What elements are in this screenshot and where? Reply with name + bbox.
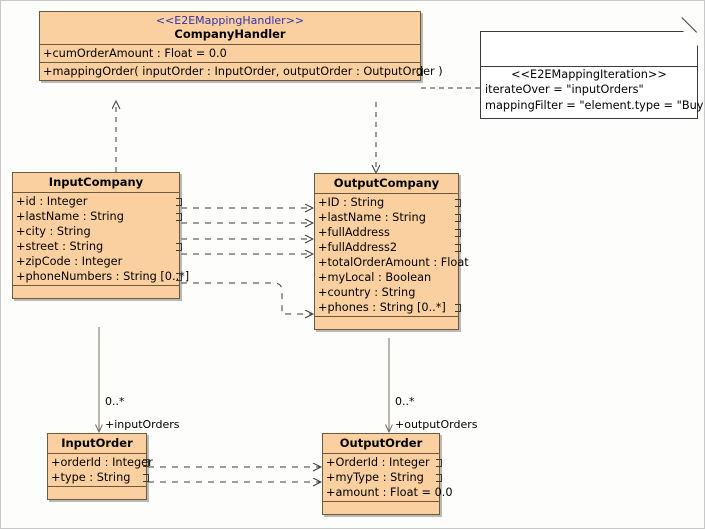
attribute-row[interactable]: +fullAddress	[315, 225, 461, 240]
class-input-order[interactable]: InputOrder +orderId : Integer +type : St…	[47, 433, 153, 500]
class-name: InputCompany	[48, 175, 144, 189]
attribute-text: +amount : Float = 0.0	[326, 486, 453, 499]
attributes-compartment: +orderId : Integer +type : String	[48, 454, 153, 487]
port-marker-icon[interactable]	[143, 474, 149, 482]
attribute-row[interactable]: +lastName : String	[13, 209, 182, 224]
association-multiplicity-outputorders: 0..*	[395, 395, 415, 408]
attribute-row[interactable]: +lastName : String	[315, 210, 461, 225]
class-name: CompanyHandler	[174, 27, 286, 41]
class-output-order[interactable]: OutputOrder +OrderId : Integer +myType :…	[322, 433, 453, 515]
attribute-text: +totalOrderAmount : Float	[318, 256, 469, 269]
port-marker-icon[interactable]	[455, 304, 461, 312]
attribute-text: +fullAddress2	[318, 241, 398, 254]
port-marker-icon[interactable]	[176, 273, 182, 281]
attribute-row[interactable]: +OrderId : Integer	[323, 455, 442, 470]
association-role-outputorders: +outputOrders	[395, 418, 478, 431]
attribute-text: +phoneNumbers : String [0..*]	[16, 270, 190, 283]
attribute-text: +myType : String	[326, 471, 424, 484]
operations-compartment: +mappingOrder( inputOrder : InputOrder, …	[40, 63, 443, 80]
operations-compartment	[323, 502, 439, 514]
port-marker-icon[interactable]	[176, 198, 182, 206]
operations-compartment	[48, 487, 146, 499]
attribute-text: +lastName : String	[318, 211, 426, 224]
attribute-text: +type : String	[51, 471, 131, 484]
class-header-input-order: InputOrder	[48, 434, 146, 454]
attribute-row[interactable]: +amount : Float = 0.0	[323, 485, 453, 500]
attribute-text: +id : Integer	[16, 195, 88, 208]
note-line-mapping-filter: mappingFilter = "element.type = "Buy"	[485, 99, 705, 112]
class-company-handler[interactable]: <<E2EMappingHandler>> CompanyHandler +cu…	[39, 11, 443, 81]
port-marker-icon[interactable]	[417, 68, 423, 76]
mapping-link-phones	[181, 282, 313, 314]
note-top-blank	[481, 32, 697, 67]
port-marker-icon[interactable]	[455, 214, 461, 222]
note-body: <<E2EMappingIteration>> iterateOver = "i…	[481, 67, 705, 117]
attribute-row[interactable]: +myLocal : Boolean	[315, 270, 458, 285]
note-stereotype: <<E2EMappingIteration>>	[511, 68, 667, 81]
association-multiplicity-inputorders: 0..*	[105, 395, 125, 408]
attribute-text: +city : String	[16, 225, 91, 238]
class-name: OutputOrder	[339, 436, 423, 450]
operation-text: +mappingOrder( inputOrder : InputOrder, …	[43, 65, 443, 78]
attributes-compartment: +cumOrderAmount : Float = 0.0	[40, 45, 420, 63]
attribute-text: +phones : String [0..*]	[318, 301, 446, 314]
port-marker-icon[interactable]	[436, 474, 442, 482]
attribute-row[interactable]: +type : String	[48, 470, 149, 485]
attribute-row[interactable]: +ID : String	[315, 195, 461, 210]
attribute-text: +zipCode : Integer	[16, 255, 123, 268]
attribute-row[interactable]: +fullAddress2	[315, 240, 461, 255]
class-header-company-handler: <<E2EMappingHandler>> CompanyHandler	[40, 12, 420, 45]
class-header-output-order: OutputOrder	[323, 434, 439, 454]
attribute-text: +country : String	[318, 286, 416, 299]
attribute-row[interactable]: +phones : String [0..*]	[315, 300, 461, 315]
class-header-output-company: OutputCompany	[315, 174, 458, 194]
attribute-text: +lastName : String	[16, 210, 124, 223]
attribute-text: +ID : String	[318, 196, 385, 209]
port-marker-icon[interactable]	[455, 229, 461, 237]
class-header-input-company: InputCompany	[13, 173, 179, 193]
class-output-company[interactable]: OutputCompany +ID : String +lastName : S…	[314, 173, 469, 330]
port-marker-icon[interactable]	[143, 459, 149, 467]
attribute-row[interactable]: +street : String	[13, 239, 182, 254]
attribute-row[interactable]: +id : Integer	[13, 194, 182, 209]
class-name: OutputCompany	[333, 176, 440, 190]
attribute-row[interactable]: +city : String	[13, 224, 179, 239]
attributes-compartment: +id : Integer +lastName : String +city :…	[13, 193, 189, 286]
attributes-compartment: +OrderId : Integer +myType : String +amo…	[323, 454, 453, 502]
class-input-company[interactable]: InputCompany +id : Integer +lastName : S…	[12, 172, 189, 299]
attribute-text: +orderId : Integer	[51, 456, 153, 469]
attribute-row[interactable]: +zipCode : Integer	[13, 254, 179, 269]
attribute-text: +OrderId : Integer	[326, 456, 430, 469]
attribute-row[interactable]: +orderId : Integer	[48, 455, 153, 470]
note-line-iterate-over: iterateOver = "inputOrders"	[485, 83, 644, 96]
note-fold-icon	[683, 31, 698, 46]
port-marker-icon[interactable]	[436, 459, 442, 467]
attribute-text: +cumOrderAmount : Float = 0.0	[43, 47, 227, 60]
note-e2e-mapping-iteration[interactable]: <<E2EMappingIteration>> iterateOver = "i…	[480, 17, 705, 119]
class-name: InputOrder	[61, 436, 133, 450]
association-role-inputorders: +inputOrders	[105, 418, 180, 431]
attribute-row[interactable]: +myType : String	[323, 470, 442, 485]
operations-compartment	[315, 317, 458, 329]
attributes-compartment: +ID : String +lastName : String +fullAdd…	[315, 194, 469, 317]
port-marker-icon[interactable]	[455, 199, 461, 207]
attribute-row[interactable]: +totalOrderAmount : Float	[315, 255, 469, 270]
port-marker-icon[interactable]	[176, 213, 182, 221]
attribute-text: +fullAddress	[318, 226, 390, 239]
attribute-row[interactable]: +phoneNumbers : String [0..*]	[13, 269, 189, 284]
attribute-text: +street : String	[16, 240, 104, 253]
attribute-row[interactable]: +cumOrderAmount : Float = 0.0	[40, 46, 420, 61]
attribute-row[interactable]: +country : String	[315, 285, 458, 300]
port-marker-icon[interactable]	[176, 243, 182, 251]
port-marker-icon[interactable]	[455, 244, 461, 252]
class-stereotype: <<E2EMappingHandler>>	[155, 14, 305, 27]
attribute-text: +myLocal : Boolean	[318, 271, 432, 284]
operations-compartment	[13, 286, 179, 298]
operation-row[interactable]: +mappingOrder( inputOrder : InputOrder, …	[40, 64, 443, 79]
